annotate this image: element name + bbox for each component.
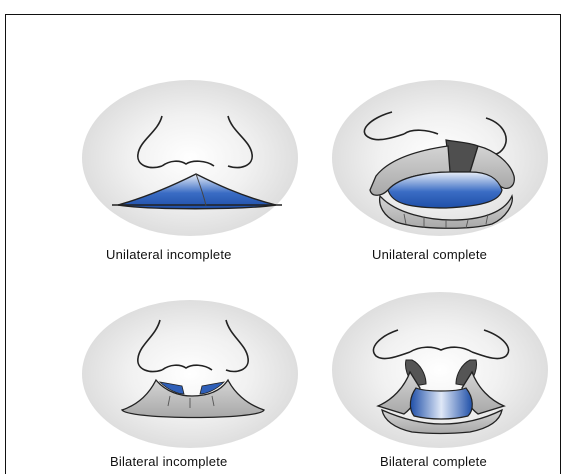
caption-unilateral-complete: Unilateral complete (372, 247, 487, 262)
caption-unilateral-incomplete: Unilateral incomplete (106, 247, 232, 262)
halo-shape (82, 80, 298, 236)
panel-unilateral-incomplete (82, 80, 298, 236)
caption-bilateral-complete: Bilateral complete (380, 454, 487, 469)
panel-bilateral-incomplete (82, 300, 298, 448)
cleft-blue-region (410, 388, 472, 419)
caption-bilateral-incomplete: Bilateral incomplete (110, 454, 227, 469)
panel-unilateral-complete (332, 80, 548, 236)
panel-bilateral-complete (332, 292, 548, 448)
halo-shape (82, 300, 298, 448)
